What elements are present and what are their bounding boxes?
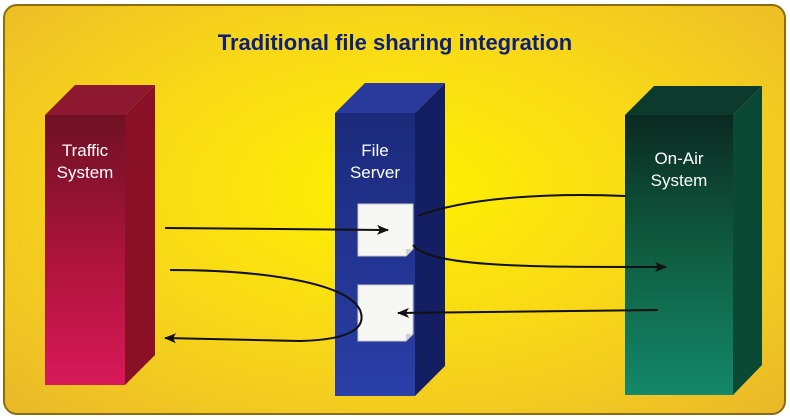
file-server-label: File Server <box>335 140 415 184</box>
on-air-system-box <box>625 86 762 395</box>
diagram-title: Traditional file sharing integration <box>217 30 573 55</box>
shared-file-document-bottom <box>357 284 414 342</box>
file-server-box <box>335 83 445 396</box>
file-server-label-line1: File <box>361 141 389 160</box>
arrow-file-to-traffic <box>164 269 363 344</box>
arrow-onair-to-file-bottom <box>397 307 659 318</box>
traffic-system-front-face <box>45 115 125 385</box>
arrow-traffic-to-file <box>164 224 389 235</box>
traffic-system-side-face <box>125 85 155 385</box>
file-server-label-line2: Server <box>349 163 401 182</box>
file-server-side-face <box>415 83 445 396</box>
file-server-top-face <box>335 83 445 113</box>
traffic-system-top-face <box>45 85 155 115</box>
on-air-system-label-line2: System <box>650 171 708 190</box>
on-air-system-front-face <box>625 115 733 395</box>
on-air-system-top-face <box>625 86 762 115</box>
arrow-onair-to-file <box>417 194 626 217</box>
arrow-file-to-onair <box>412 244 667 273</box>
traffic-system-label: Traffic System <box>45 140 125 184</box>
on-air-system-label: On-Air System <box>625 148 733 192</box>
on-air-system-label-line1: On-Air <box>654 149 704 168</box>
traffic-system-label-line1: Traffic <box>61 141 109 160</box>
on-air-system-side-face <box>733 86 762 395</box>
traffic-system-box <box>45 85 155 385</box>
traffic-system-label-line2: System <box>56 163 114 182</box>
